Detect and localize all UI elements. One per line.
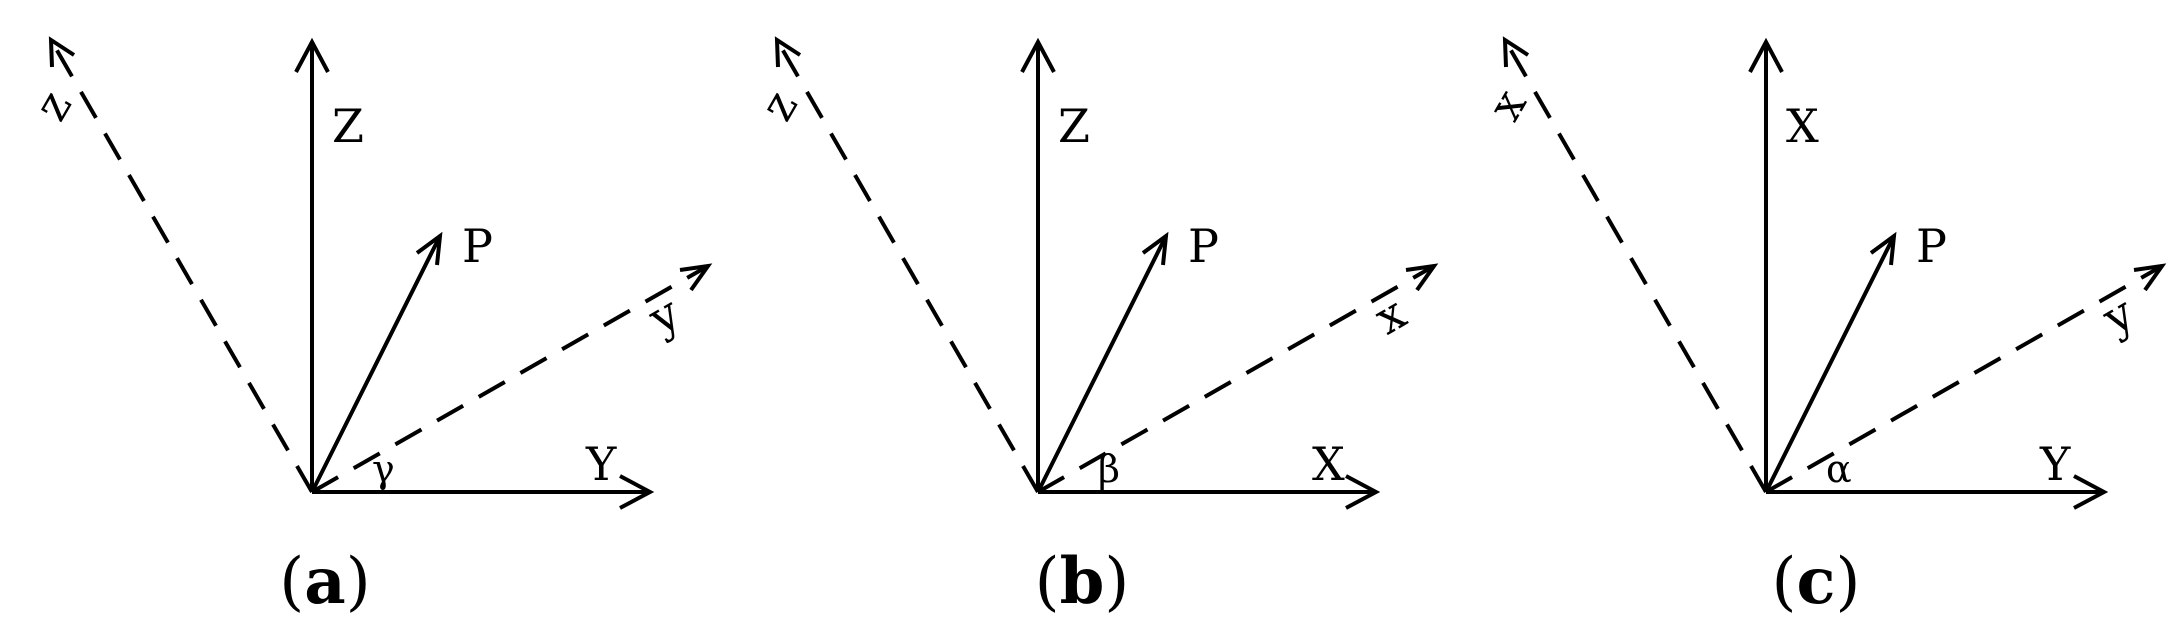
caption-close-paren: ) xyxy=(1835,545,1860,619)
horizontal-axis-label: X xyxy=(1312,437,1345,491)
caption-letter: c xyxy=(1797,544,1836,619)
caption-close-paren: ) xyxy=(1104,545,1129,619)
caption-open-paren: ( xyxy=(1035,545,1060,619)
panel-b: Z X P z x β (b) xyxy=(749,36,1439,619)
caption-open-paren: ( xyxy=(279,545,304,619)
dashed-axis-lower xyxy=(311,264,709,494)
dashed-axis-upper xyxy=(1503,38,1768,494)
horizontal-axis-label: Y xyxy=(585,437,617,491)
caption-letter: b xyxy=(1060,544,1105,619)
vector-p-arrowhead xyxy=(415,231,443,266)
caption-letter: a xyxy=(304,544,345,619)
dashed-axis-lower-label: x xyxy=(1365,285,1415,345)
angle-label: α xyxy=(1826,447,1852,491)
dashed-axis-upper-label: x xyxy=(1477,80,1537,130)
vector-label: P xyxy=(462,219,493,273)
horizontal-axis-arrowhead xyxy=(1345,474,1381,510)
vector-p xyxy=(310,235,442,493)
dashed-axis-upper xyxy=(49,38,314,494)
panel-c: X Y P x y α (c) xyxy=(1477,36,2167,619)
dashed-axis-lower-arrowhead xyxy=(2133,263,2167,292)
dashed-axis-upper-arrowhead xyxy=(1502,36,1530,68)
dashed-axis-upper-label: z xyxy=(749,81,808,129)
vertical-axis-arrowhead xyxy=(294,37,330,73)
dashed-axis-lower-label: y xyxy=(639,285,689,345)
horizontal-axis-label: Y xyxy=(2039,437,2071,491)
dashed-axis-lower-label: y xyxy=(2093,285,2143,345)
vector-p xyxy=(1764,235,1896,493)
vertical-axis-label: X xyxy=(1786,99,1819,153)
caption-close-paren: ) xyxy=(346,545,371,619)
horizontal-axis-arrowhead xyxy=(619,474,655,510)
dashed-axis-lower xyxy=(1037,264,1435,494)
angle-label: β xyxy=(1098,447,1120,491)
dashed-axis-lower xyxy=(1765,264,2163,494)
vector-label: P xyxy=(1916,219,1947,273)
vector-label: P xyxy=(1188,219,1219,273)
vector-p xyxy=(1036,235,1168,493)
panel-caption: (c) xyxy=(1772,544,1861,619)
vector-p-arrowhead xyxy=(1869,231,1897,266)
dashed-axis-upper xyxy=(775,38,1040,494)
vertical-axis-label: Z xyxy=(332,99,364,153)
caption-open-paren: ( xyxy=(1772,545,1797,619)
dashed-axis-upper-label: z xyxy=(23,81,82,129)
panel-a: Z Y P z y γ (a) xyxy=(23,36,713,619)
vertical-axis-arrowhead xyxy=(1748,37,1784,73)
dashed-axis-upper-arrowhead xyxy=(48,36,76,68)
vertical-axis-label: Z xyxy=(1058,99,1090,153)
panel-caption: (b) xyxy=(1035,544,1130,619)
vertical-axis-arrowhead xyxy=(1020,37,1056,73)
vector-p-arrowhead xyxy=(1141,231,1169,266)
angle-label: γ xyxy=(372,447,395,491)
panel-caption: (a) xyxy=(279,544,370,619)
horizontal-axis-arrowhead xyxy=(2073,474,2109,510)
dashed-axis-upper-arrowhead xyxy=(774,36,802,68)
dashed-axis-lower-arrowhead xyxy=(1405,263,1439,292)
dashed-axis-lower-arrowhead xyxy=(679,263,713,292)
